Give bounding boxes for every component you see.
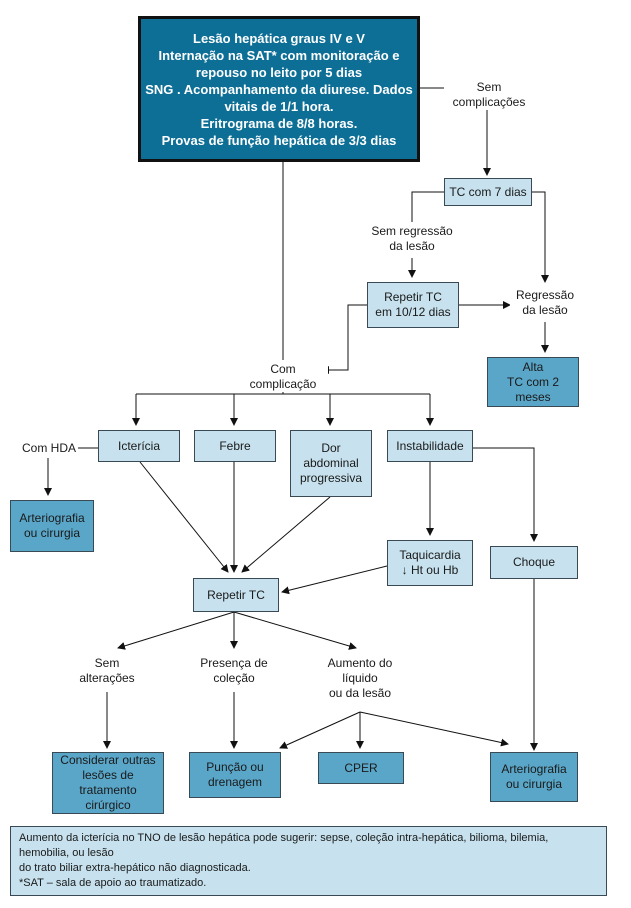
box-text: TC com 7 dias (449, 184, 527, 199)
label-text: da lesão (522, 303, 568, 317)
label-presenca-colecao: Presença de coleção (198, 656, 270, 686)
label-text: Aumento do (327, 656, 393, 670)
connector-instabilidade-to-choque (473, 447, 538, 542)
label-text: Sem (94, 656, 120, 670)
top-box-initial-management: Lesão hepática graus IV e V Internação n… (138, 16, 420, 162)
box-text: em 10/12 dias (375, 305, 451, 319)
footnote-line: Aumento da icterícia no TNO de lesão hep… (19, 832, 549, 859)
top-box-line: Eritrograma de 8/8 horas. (200, 115, 358, 131)
label-com-hda: Com HDA (20, 441, 78, 456)
box-text: lesões de (82, 768, 134, 782)
connector-dor-to-repetir (241, 496, 331, 573)
box-text: TC com 2 meses (506, 374, 559, 404)
box-cper: CPER (318, 752, 404, 784)
connector-repetir-to-sem-alteracoes (117, 611, 235, 650)
top-box-line: repouso no leito por 5 dias (195, 64, 363, 80)
footnote-line: *SAT – sala de apoio ao traumatizado. (19, 877, 207, 889)
box-taquicardia: Taquicardia ↓ Ht ou Hb (387, 540, 473, 586)
label-sem-regressao: Sem regressão da lesão (370, 224, 454, 254)
box-text: Dor (321, 441, 341, 455)
label-text: da lesão (389, 239, 435, 253)
label-aumento-liquido: Aumento do líquido ou da lesão (322, 656, 398, 701)
box-text: Repetir TC (384, 290, 442, 304)
top-box-line: vitais de 1/1 hora. (224, 98, 334, 114)
label-text: líquido (342, 671, 378, 685)
box-text: Arteriografia (19, 511, 85, 525)
connector-tc7-to-regressao (532, 191, 549, 283)
top-box-line: SNG . Acompanhamento da diurese. Dados (145, 81, 413, 97)
box-text: Punção ou (206, 760, 264, 774)
connector-ictericia-to-repetir (139, 461, 229, 573)
top-box-line: Provas de função hepática de 3/3 dias (161, 132, 397, 148)
box-dor-abdominal: Dor abdominal progressiva (290, 430, 372, 497)
box-text: drenagem (207, 775, 263, 789)
footnote-line: do trato biliar extra-hepático não diagn… (19, 862, 251, 874)
label-sem-alteracoes: Sem alterações (76, 656, 138, 686)
box-text: Taquicardia (399, 548, 461, 562)
box-text: Febre (219, 438, 251, 453)
box-text: Repetir TC (207, 587, 265, 602)
box-choque: Choque (490, 546, 578, 579)
box-text: Choque (512, 555, 556, 569)
label-text: Com complicação (249, 362, 317, 391)
box-text: Alta (522, 359, 544, 374)
label-text: Sem regressão (371, 224, 453, 238)
box-repetir-tc: Repetir TC (193, 578, 279, 612)
box-text: Considerar outras (60, 753, 156, 767)
connector-repetir-to-aumento (233, 611, 357, 650)
connector-aumento-to-arteriografia (359, 711, 509, 747)
connector-taquicardia-to-repetir (281, 565, 388, 595)
box-text: Instabilidade (396, 438, 464, 453)
box-text: ou cirurgia (505, 777, 563, 791)
label-text: ou da lesão (328, 686, 392, 700)
label-sem-complicacoes: Sem complicações (444, 80, 534, 110)
top-box-line: Lesão hepática graus IV e V (193, 30, 365, 46)
box-text: ou cirurgia (23, 526, 81, 540)
box-considerar-outras-lesoes: Considerar outras lesões de tratamento c… (52, 752, 164, 814)
label-com-complicacao: Com complicação (238, 362, 328, 392)
top-box-line: Internação na SAT* com monitoração e (158, 47, 400, 63)
box-arteriografia-hda: Arteriografia ou cirurgia (10, 500, 94, 552)
connector-repetir-to-com-complicacao (321, 304, 367, 374)
box-alta: Alta TC com 2 meses (487, 357, 579, 407)
box-febre: Febre (194, 430, 276, 462)
label-text: Regressão (515, 288, 575, 302)
box-instabilidade: Instabilidade (387, 430, 473, 462)
box-text: progressiva (299, 471, 363, 485)
box-text: ↓ Ht ou Hb (401, 563, 459, 577)
connector-tc7-to-sem-regressao (411, 191, 444, 222)
box-text: CPER (344, 760, 378, 775)
label-text: alterações (79, 671, 135, 685)
label-text: coleção (213, 671, 255, 685)
box-text: Icterícia (117, 438, 160, 453)
box-repetir-tc-10-12: Repetir TC em 10/12 dias (367, 282, 459, 328)
box-text: abdominal (303, 456, 359, 470)
box-puncao-drenagem: Punção ou drenagem (189, 752, 281, 798)
box-text: tratamento cirúrgico (79, 783, 137, 812)
connector-aumento-to-puncao (279, 711, 361, 749)
label-text: Presença de (200, 656, 268, 670)
label-regressao: Regressão da lesão (510, 288, 580, 318)
box-tc-7-dias: TC com 7 dias (444, 178, 532, 206)
box-ictericia: Icterícia (98, 430, 180, 462)
footnote: Aumento da icterícia no TNO de lesão hep… (10, 826, 607, 896)
label-text: Com HDA (21, 441, 76, 455)
box-text: Arteriografia (501, 762, 567, 776)
box-arteriografia-final: Arteriografia ou cirurgia (490, 752, 578, 802)
label-text: Sem complicações (452, 80, 526, 109)
